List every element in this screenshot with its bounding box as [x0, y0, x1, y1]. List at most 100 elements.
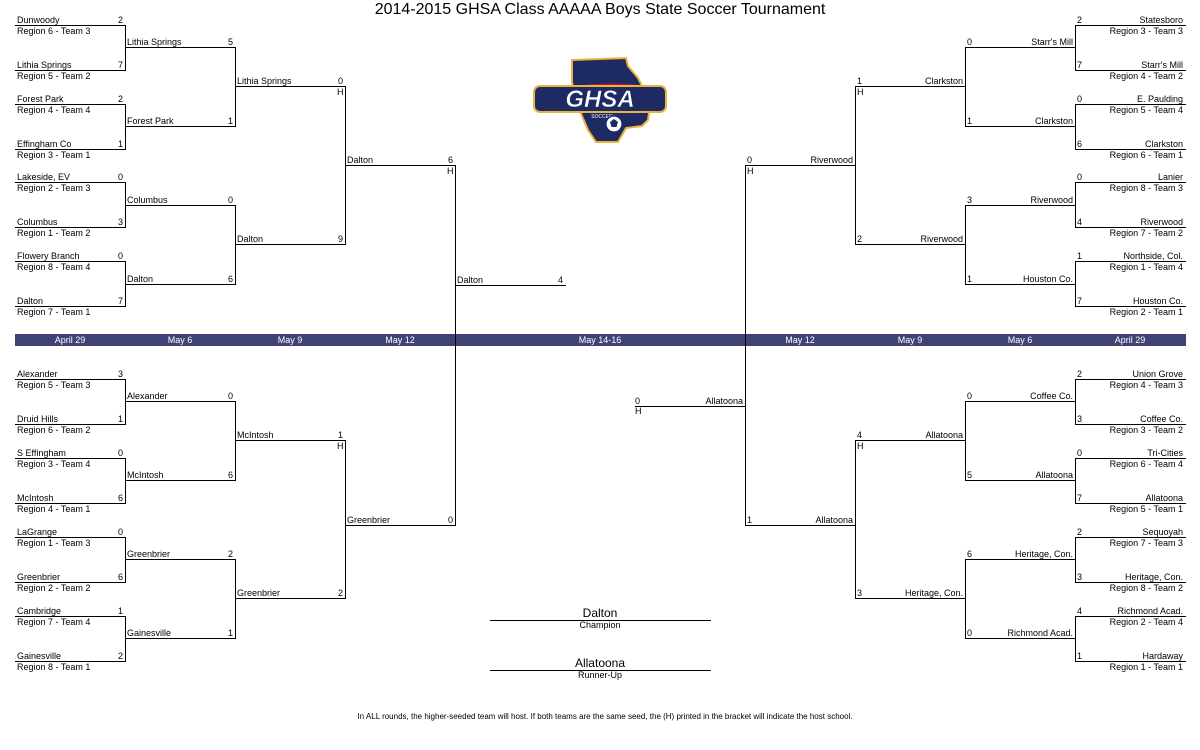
date-label: May 9: [897, 335, 923, 345]
r1-team: Union Grove: [1132, 369, 1183, 379]
r1-line: [15, 261, 126, 262]
r2-line: [965, 401, 1076, 402]
r1-score: 7: [1077, 296, 1083, 306]
date-label: May 6: [1007, 335, 1033, 345]
r1-team: Effingham Co: [17, 139, 72, 149]
r1-team: Heritage, Con.: [1124, 572, 1183, 582]
r1-seed: Region 8 - Team 1: [17, 662, 91, 672]
qf-team: Allatoona: [925, 430, 963, 440]
r1-line: [1075, 503, 1186, 504]
r2-line: [965, 126, 1076, 127]
r1-score: 6: [118, 493, 124, 503]
date-label: May 6: [167, 335, 193, 345]
r1-line: [15, 104, 126, 105]
r2-line: [125, 47, 236, 48]
r1-score: 1: [118, 139, 124, 149]
r1-team: Dalton: [17, 296, 44, 306]
champion-name: Dalton: [582, 606, 618, 620]
r1-team: Lanier: [1157, 172, 1183, 182]
r1-seed: Region 5 - Team 4: [1109, 105, 1183, 115]
qf-line: [855, 440, 966, 441]
r1-score: 0: [1077, 172, 1083, 182]
sf-score: 1: [747, 515, 753, 525]
r2-team: Houston Co.: [1022, 274, 1073, 284]
r2-line: [965, 480, 1076, 481]
runner-up-name: Allatoona: [574, 656, 626, 670]
r1-team: Lithia Springs: [17, 60, 72, 70]
r1-seed: Region 8 - Team 2: [1109, 583, 1183, 593]
qf-connector: [345, 440, 346, 599]
r1-seed: Region 8 - Team 4: [17, 262, 91, 272]
r1-seed: Region 3 - Team 3: [1109, 26, 1183, 36]
r2-score: 5: [228, 37, 234, 47]
r1-score: 7: [118, 296, 124, 306]
r2-score: 0: [967, 37, 973, 47]
r1-score: 0: [1077, 94, 1083, 104]
r1-seed: Region 7 - Team 4: [17, 617, 91, 627]
r2-score: 5: [967, 470, 973, 480]
r1-line: [1075, 182, 1186, 183]
r1-score: 7: [1077, 60, 1083, 70]
r1-connector: [1075, 104, 1076, 150]
r2-score: 6: [228, 470, 234, 480]
r2-connector: [235, 401, 236, 481]
r1-line: [15, 379, 126, 380]
r1-score: 0: [118, 448, 124, 458]
r2-team: Clarkston: [1034, 116, 1073, 126]
sf-line: [745, 165, 856, 166]
logo-text-bg: [533, 85, 667, 113]
sf-team: Dalton: [347, 155, 374, 165]
r1-score: 2: [118, 94, 124, 104]
qf-score: 1: [338, 430, 344, 440]
date-label: April 29: [54, 335, 86, 345]
date-label: May 9: [277, 335, 303, 345]
r2-team: Allatoona: [1035, 470, 1073, 480]
r2-score: 0: [967, 391, 973, 401]
r1-team: Gainesville: [17, 651, 62, 661]
left-final-connector: [455, 165, 456, 526]
r1-team: LaGrange: [17, 527, 58, 537]
qf-line: [855, 86, 966, 87]
r2-team: Riverwood: [1030, 195, 1073, 205]
host-marker: H: [337, 87, 344, 97]
r1-score: 2: [1077, 527, 1083, 537]
r2-connector: [965, 559, 966, 639]
r1-team: E. Paulding: [1136, 94, 1183, 104]
r1-line: [15, 424, 126, 425]
r1-score: 2: [1077, 15, 1083, 25]
r1-team: Richmond Acad.: [1117, 606, 1183, 616]
r2-connector: [235, 559, 236, 639]
r1-seed: Region 1 - Team 2: [17, 228, 91, 238]
qf-line: [235, 86, 346, 87]
qf-score: 3: [857, 588, 863, 598]
r1-team: Northside, Col.: [1123, 251, 1183, 261]
r2-line: [125, 126, 236, 127]
r1-score: 7: [1077, 493, 1083, 503]
r1-seed: Region 3 - Team 2: [1109, 425, 1183, 435]
qf-line: [855, 244, 966, 245]
r2-team: Coffee Co.: [1030, 391, 1073, 401]
r1-line: [1075, 306, 1186, 307]
qf-team: Riverwood: [920, 234, 963, 244]
r1-seed: Region 2 - Team 3: [17, 183, 91, 193]
logo-subtext: SOCCER: [591, 114, 613, 120]
r2-score: 0: [228, 195, 234, 205]
r1-team: McIntosh: [17, 493, 54, 503]
r1-team: Starr's Mill: [1141, 60, 1183, 70]
r1-seed: Region 7 - Team 2: [1109, 228, 1183, 238]
r1-seed: Region 6 - Team 3: [17, 26, 91, 36]
r1-score: 3: [118, 217, 124, 227]
r1-team: Houston Co.: [1132, 296, 1183, 306]
r1-line: [1075, 261, 1186, 262]
r1-seed: Region 5 - Team 1: [1109, 504, 1183, 514]
r2-score: 6: [228, 274, 234, 284]
r1-seed: Region 1 - Team 3: [17, 538, 91, 548]
page-title: 2014-2015 GHSA Class AAAAA Boys State So…: [374, 1, 826, 18]
r2-line: [965, 47, 1076, 48]
date-label: May 12: [385, 335, 415, 345]
qf-team: McIntosh: [237, 430, 274, 440]
r1-connector: [1075, 537, 1076, 583]
r1-score: 3: [118, 369, 124, 379]
r1-score: 6: [1077, 139, 1083, 149]
r2-line: [965, 559, 1076, 560]
